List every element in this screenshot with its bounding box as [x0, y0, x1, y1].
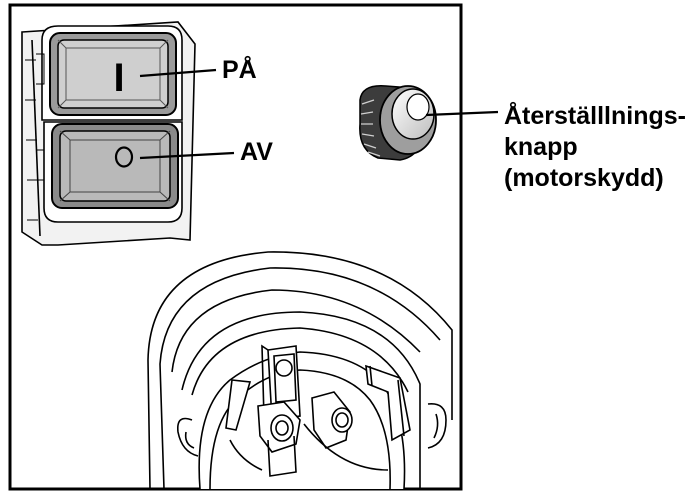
off-label: AV [240, 138, 273, 166]
reset-button[interactable] [359, 85, 437, 161]
power-socket [147, 251, 453, 490]
off-symbol [114, 146, 134, 168]
reset-button-label: Återställlnings- knapp (motorskydd) [504, 101, 686, 194]
on-leader-line [139, 68, 217, 78]
on-button[interactable] [49, 32, 177, 116]
reset-label-line-3: (motorskydd) [504, 164, 664, 192]
reset-leader-line [425, 110, 499, 117]
svg-text:I: I [113, 56, 124, 100]
leader-lines [139, 68, 499, 160]
off-leader-line [139, 151, 235, 160]
on-label: PÅ [222, 56, 257, 84]
on-symbol: I [113, 56, 124, 100]
reset-label-line-2: knapp [504, 133, 578, 161]
off-button[interactable] [51, 123, 179, 209]
reset-label-line-1: Återställlnings- [504, 102, 686, 130]
